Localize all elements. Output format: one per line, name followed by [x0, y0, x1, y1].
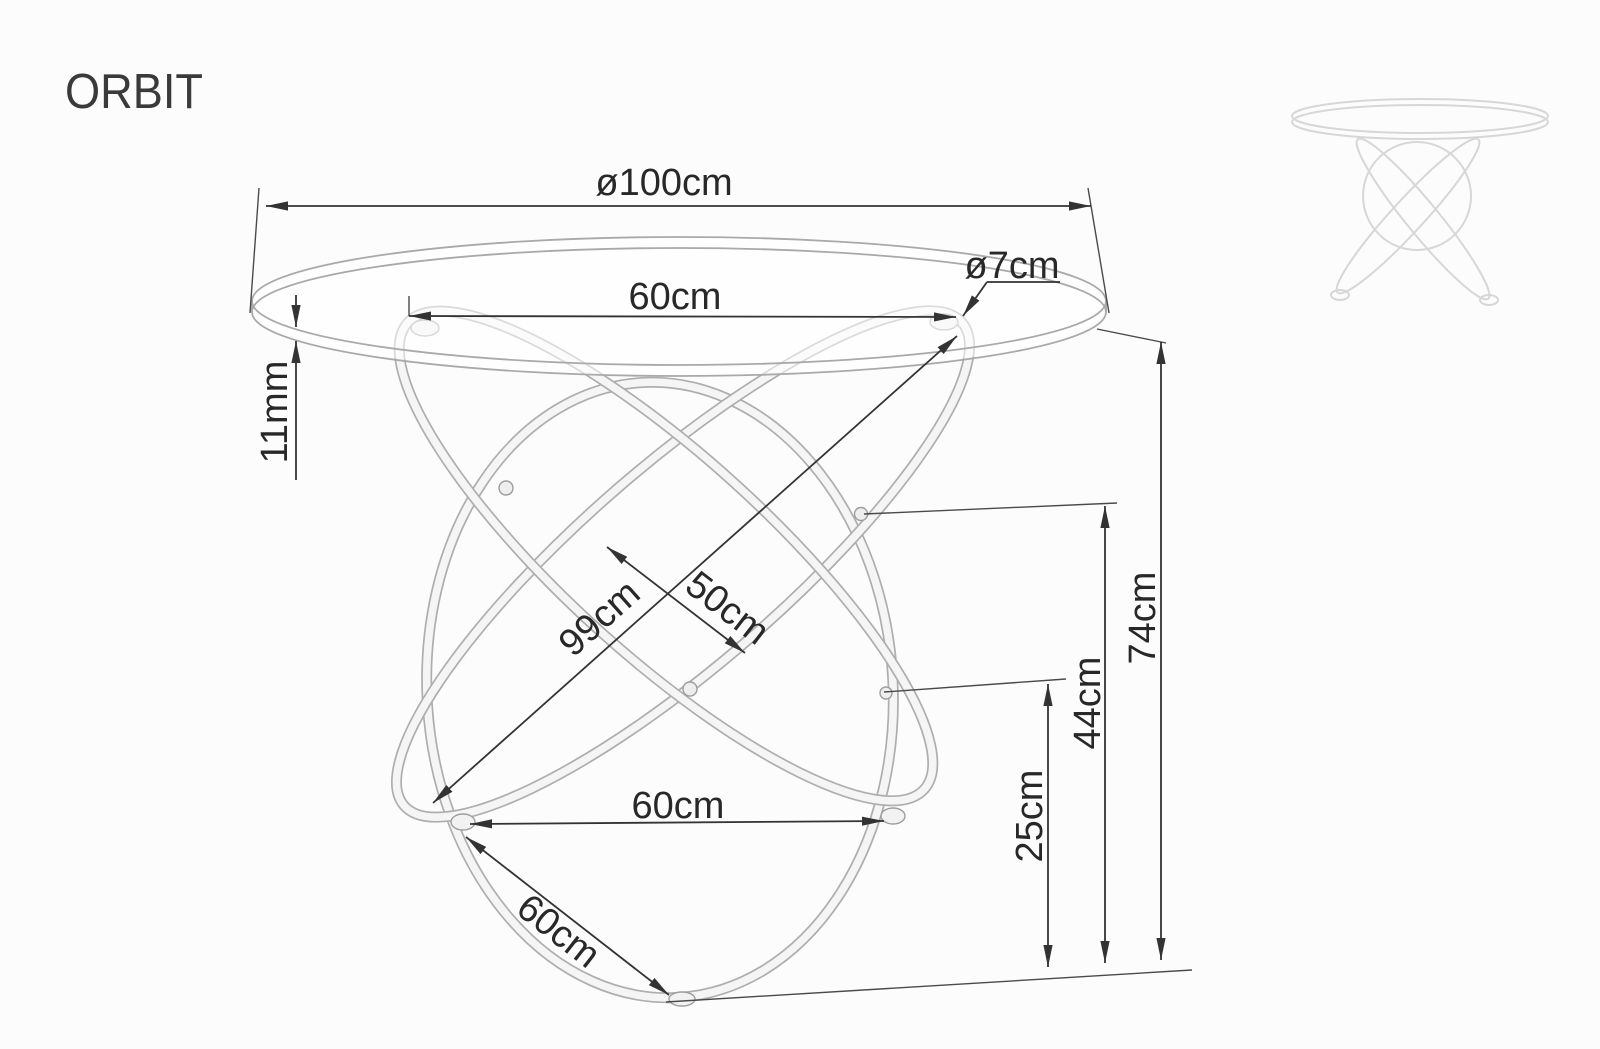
svg-text:ø100cm: ø100cm — [595, 162, 732, 204]
svg-text:25cm: 25cm — [1009, 770, 1051, 863]
svg-text:99cm: 99cm — [551, 572, 648, 665]
svg-text:ORBIT: ORBIT — [65, 64, 203, 119]
svg-text:74cm: 74cm — [1122, 572, 1164, 665]
svg-text:60cm: 60cm — [629, 276, 722, 318]
svg-text:60cm: 60cm — [632, 785, 725, 827]
svg-text:44cm: 44cm — [1067, 657, 1109, 750]
svg-text:11mm: 11mm — [254, 361, 296, 464]
svg-text:ø7cm: ø7cm — [965, 245, 1060, 287]
